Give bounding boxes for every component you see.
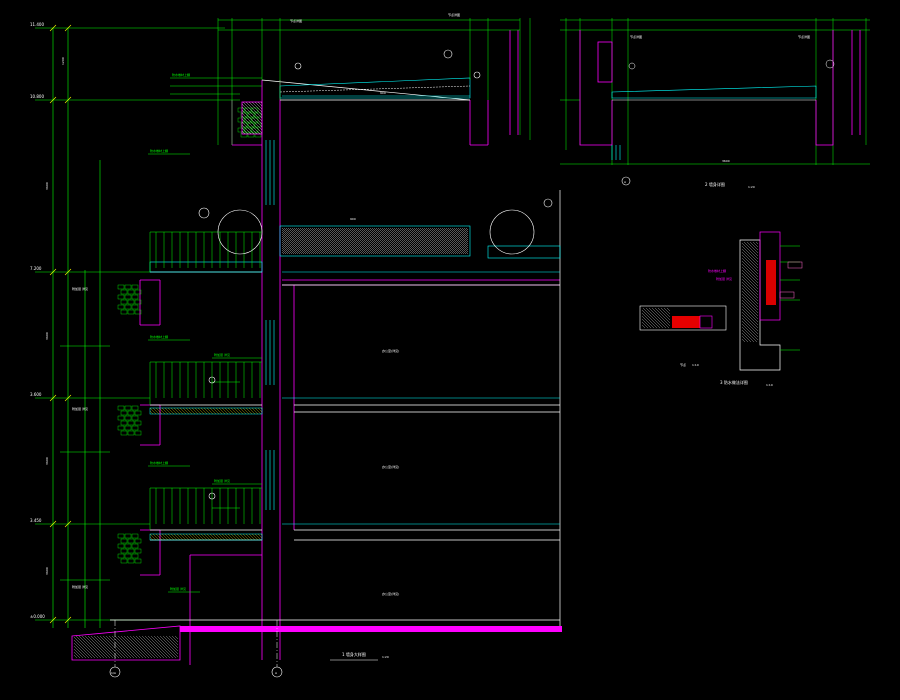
dim-text: 900 xyxy=(380,91,386,95)
left-elevation-labels: 11.400 10.800 7.200 3.600 3.450 ±0.000 xyxy=(30,22,45,619)
callout-text: 附加层 详见 xyxy=(214,352,230,357)
grid-axis-label: 1/A xyxy=(111,671,117,675)
room-labels: 办公室(详见) 办公室(详见) 办公室(详见) xyxy=(382,348,399,596)
elevation-label: 7.200 xyxy=(30,266,42,271)
callout-text: 附加层 详见 xyxy=(72,286,88,291)
top-dimension-lines xyxy=(217,18,531,145)
callout-text: 附加层 详见 xyxy=(214,478,230,483)
dim-text: 3600 xyxy=(45,457,49,465)
callout-text: 节点详图 xyxy=(290,18,302,23)
view-scale: 1:20 xyxy=(748,185,755,189)
grid-axis-label: A xyxy=(624,180,627,184)
callout-text: 节点详图 xyxy=(448,12,460,17)
callout-text: 节点详图 xyxy=(798,34,810,39)
callout-text: 节点详图 xyxy=(630,34,642,39)
dim-text: 3600 xyxy=(45,567,49,575)
leader-lines xyxy=(148,77,262,593)
elevation-label: 3.600 xyxy=(30,392,42,397)
floor-slab-hatch xyxy=(149,407,263,541)
elevation-label: 10.800 xyxy=(30,94,44,99)
terrace-deck xyxy=(149,225,561,273)
dim-text: 900 xyxy=(350,217,356,221)
grid-axis-bubble xyxy=(621,176,631,186)
elevation-label: ±0.000 xyxy=(30,614,45,619)
parapet-detail: A 2 墙身详图 1:20 节点详图 节点详图 3600 xyxy=(560,18,870,189)
callout-text: 附加层 详见 xyxy=(170,586,186,591)
elevation-label: 11.400 xyxy=(30,22,44,27)
left-dim-ticks xyxy=(49,24,72,624)
view-scale: 1:10 xyxy=(766,383,773,387)
annotation-texts: 节点详图 节点详图 防水卷材上翻 防水卷材上翻 防水卷材上翻 附加层 详见 附加… xyxy=(72,12,460,591)
view-title: 2 墙身详图 xyxy=(705,181,725,187)
grid-axes: 1/A A xyxy=(109,620,283,678)
dim-text: 3600 xyxy=(45,332,49,340)
room-label: 办公室(详见) xyxy=(382,348,399,353)
detail-callout-circles xyxy=(198,49,553,500)
elevation-label: 3.450 xyxy=(30,518,42,523)
left-dimension-chain xyxy=(35,27,240,628)
dim-text: 1200 xyxy=(61,57,65,65)
ground-line xyxy=(71,625,562,661)
callout-text: 防水卷材上翻 xyxy=(172,72,190,77)
dim-text: 3600 xyxy=(722,159,730,163)
waterproof-callout: 防水卷材上翻 xyxy=(708,268,726,273)
callout-text: 防水卷材上翻 xyxy=(150,460,168,465)
node-title: 节点 xyxy=(680,362,686,367)
main-view-title: 1 墙身大样图 1:20 xyxy=(330,651,389,661)
view-title: 1 墙身大样图 xyxy=(342,651,366,657)
node-detail: 节点 1:10 xyxy=(639,305,727,367)
callout-text: 附加层 详见 xyxy=(72,584,88,589)
main-wall-column xyxy=(139,30,560,665)
window-glazing xyxy=(265,95,560,525)
left-dim-values: 3600 3600 3600 3600 1200 xyxy=(45,57,65,575)
callout-text: 附加层 详见 xyxy=(72,406,88,411)
room-label: 办公室(详见) xyxy=(382,591,399,596)
grid-axis-label: A xyxy=(275,671,278,675)
building-outline xyxy=(110,79,561,630)
view-scale: 1:20 xyxy=(382,655,389,659)
balcony-railings xyxy=(149,231,262,530)
callout-text: 防水卷材上翻 xyxy=(150,148,168,153)
roof-slab xyxy=(279,77,471,99)
dim-text: 3600 xyxy=(45,182,49,190)
callout-text: 防水卷材上翻 xyxy=(150,334,168,339)
view-title: 3 防水做法详图 xyxy=(720,379,748,385)
waterproof-callout: 附加层 详见 xyxy=(716,276,732,281)
brick-blocks xyxy=(117,107,262,564)
room-label: 办公室(详见) xyxy=(382,464,399,469)
node-scale: 1:10 xyxy=(692,363,699,367)
waterproof-detail: 防水卷材上翻 附加层 详见 3 防水做法详图 1:10 xyxy=(708,231,803,387)
parapet-hatch xyxy=(241,101,263,135)
